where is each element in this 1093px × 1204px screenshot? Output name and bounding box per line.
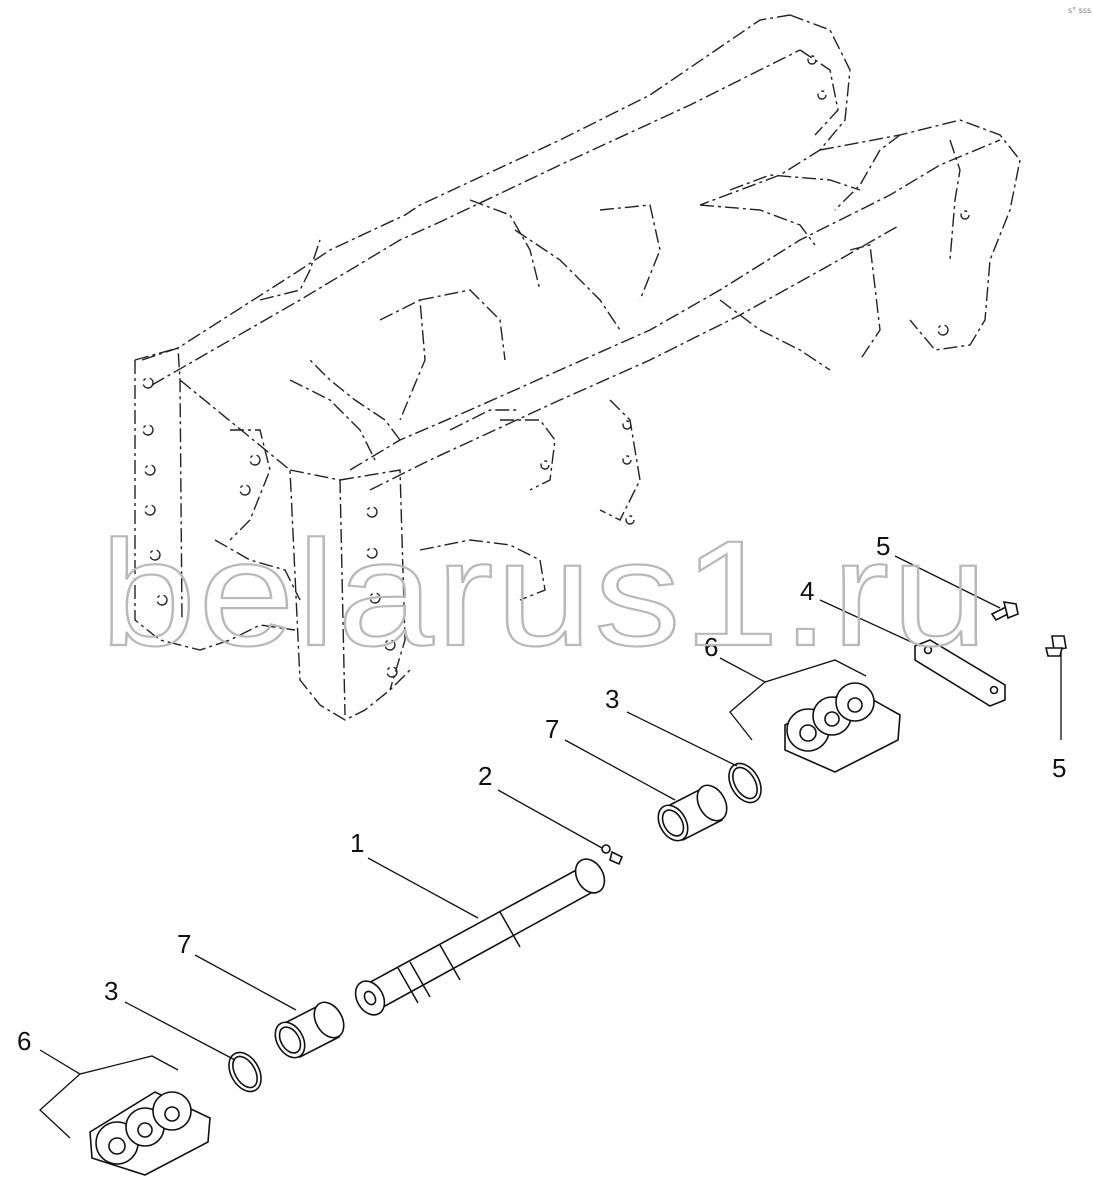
callout-1: 1 (350, 828, 364, 858)
tractor-frame-outline (134, 14, 1021, 721)
part-6-washers-lower (89, 1091, 211, 1176)
part-3-ring-upper (728, 762, 762, 804)
part-1-axle-shaft (354, 858, 606, 1016)
part-6-washers-upper (784, 682, 901, 773)
callout-7-upper: 7 (545, 714, 559, 744)
callout-6-upper: 6 (704, 632, 718, 662)
part-5-bolt-upper (990, 601, 1019, 622)
watermark: belarus1.ru (100, 509, 990, 677)
leader-lines (39, 555, 1062, 1139)
callout-7-lower: 7 (177, 929, 191, 959)
callout-4: 4 (800, 576, 814, 606)
part-3-ring-lower (228, 1051, 262, 1093)
part-7-bushing-upper (657, 784, 728, 842)
callout-2: 2 (478, 761, 492, 791)
part-2-grease-nipple (601, 844, 624, 866)
callout-labels: 1 2 3 7 6 4 5 5 7 3 6 (17, 531, 1066, 1056)
callout-5-upper: 5 (876, 531, 890, 561)
part-5-bolt-right (1044, 635, 1067, 657)
callout-3-upper: 3 (605, 684, 619, 714)
corner-mark: s° sss (1068, 6, 1091, 15)
callout-3-lower: 3 (104, 976, 118, 1006)
part-7-bushing-lower (274, 1001, 345, 1059)
part-4-plate (914, 639, 1006, 707)
callout-6-lower: 6 (17, 1026, 31, 1056)
callout-5-right: 5 (1052, 753, 1066, 783)
